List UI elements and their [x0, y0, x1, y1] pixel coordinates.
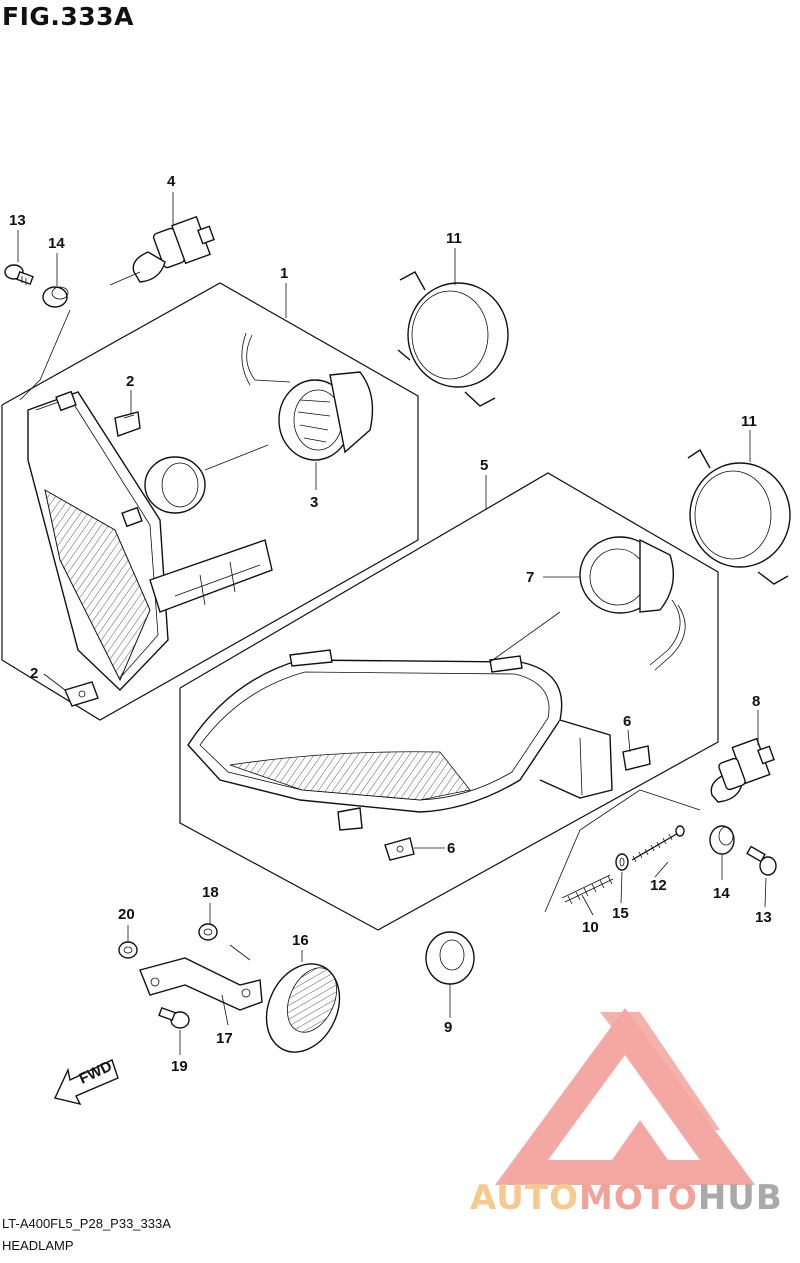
callout-7: 7 — [526, 569, 534, 586]
callout-6-lower: 6 — [447, 840, 455, 857]
callout-14-left: 14 — [48, 235, 65, 252]
clip-part-6-lower — [384, 837, 415, 861]
clip-part-6-upper — [622, 745, 651, 771]
bolt-part-13-left — [4, 264, 34, 286]
callout-16: 16 — [292, 932, 309, 949]
callout-12: 12 — [650, 877, 667, 894]
callout-4: 4 — [167, 173, 176, 190]
callout-11-lower: 11 — [741, 413, 757, 430]
assembly-5-outline — [179, 472, 719, 931]
screw-part-12 — [631, 825, 685, 863]
watermark-auto: AUTO — [470, 1178, 579, 1218]
leader-lines — [17, 192, 767, 1055]
nut-part-18 — [198, 923, 218, 941]
callout-13-left: 13 — [9, 212, 26, 229]
socket-part-3 — [241, 332, 374, 461]
figure-caption: HEADLAMP — [2, 1238, 74, 1253]
bracket-part-17 — [139, 957, 263, 1011]
figure-title: FIG.333A — [2, 2, 134, 31]
grommet-part-14-right — [709, 825, 735, 855]
callout-5: 5 — [480, 457, 488, 474]
callout-20: 20 — [118, 906, 135, 923]
bulb-part-8 — [710, 737, 775, 803]
clip-part-2-upper — [114, 411, 141, 437]
watermark-logo-icon — [495, 1008, 755, 1185]
left-headlamp-housing — [27, 390, 273, 691]
grommet-part-14-left — [42, 286, 69, 308]
ring-part-11-lower — [687, 448, 791, 585]
callout-15: 15 — [612, 905, 629, 922]
callout-10: 10 — [582, 919, 599, 936]
watermark-moto: MOTO — [578, 1178, 698, 1218]
assembly-1-outline — [1, 282, 419, 721]
bulb-part-4 — [109, 215, 215, 286]
ring-part-11-upper — [397, 271, 509, 407]
watermark-hub: HUB — [697, 1178, 783, 1218]
callout-6-upper: 6 — [623, 713, 631, 730]
fwd-arrow-icon: FWD — [54, 1058, 119, 1106]
callout-labels: 4 13 14 1 11 2 3 5 11 7 2 6 8 6 18 20 16… — [9, 173, 772, 1075]
callout-1: 1 — [280, 265, 288, 282]
washer-part-15 — [615, 853, 629, 871]
callout-11-upper: 11 — [446, 230, 462, 247]
callout-13-right: 13 — [755, 909, 772, 926]
right-headlamp-housing — [187, 649, 613, 831]
bolt-part-13-right — [746, 845, 777, 876]
callout-3: 3 — [310, 494, 318, 511]
callout-14-right: 14 — [713, 885, 730, 902]
clip-part-2-lower — [64, 681, 99, 707]
callout-2-upper: 2 — [126, 373, 134, 390]
callout-18: 18 — [202, 884, 219, 901]
socket-part-7 — [579, 536, 686, 671]
callout-8: 8 — [752, 693, 760, 710]
reflector-part-16 — [265, 963, 341, 1053]
figure-code: LT-A400FL5_P28_P33_333A — [2, 1216, 171, 1231]
callout-9: 9 — [444, 1019, 452, 1036]
callout-17: 17 — [216, 1030, 233, 1047]
grommet-part-9 — [425, 931, 475, 985]
callout-2-lower: 2 — [30, 665, 38, 682]
spring-part-10 — [561, 874, 614, 905]
bolt-part-19 — [158, 1006, 190, 1029]
watermark-text: AUTOMOTOHUB — [470, 1178, 783, 1218]
callout-19: 19 — [171, 1058, 188, 1075]
nut-part-20 — [118, 941, 138, 959]
